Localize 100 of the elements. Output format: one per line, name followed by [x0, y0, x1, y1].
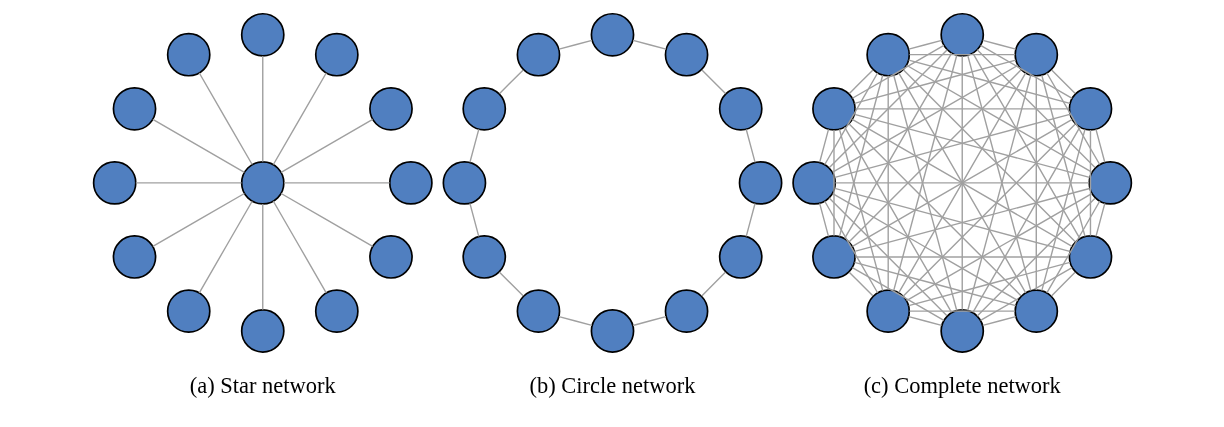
connector	[1045, 72, 1100, 166]
connector	[908, 310, 1016, 312]
connector	[971, 52, 1080, 240]
connector	[557, 39, 593, 50]
label: (a) Star network	[189, 373, 336, 399]
connector	[1045, 200, 1100, 294]
connector	[832, 129, 835, 237]
connector	[1040, 74, 1086, 238]
connector	[631, 315, 667, 327]
connector	[981, 39, 1016, 50]
node-circle	[865, 289, 910, 334]
connector	[853, 187, 1090, 253]
connector	[1094, 202, 1105, 237]
node-circle	[1087, 161, 1132, 205]
connector	[261, 55, 263, 163]
connector	[851, 44, 945, 99]
connector	[1089, 129, 1091, 237]
connector	[468, 128, 479, 163]
node-circle	[1013, 32, 1058, 77]
connector	[272, 200, 327, 294]
connector	[979, 266, 1073, 322]
connector	[279, 118, 373, 173]
connector	[907, 39, 942, 50]
connector	[971, 126, 1081, 314]
connector	[902, 69, 1076, 243]
connector	[851, 266, 945, 322]
node-circle	[516, 32, 560, 77]
connector	[198, 72, 253, 166]
node-circle	[1013, 289, 1058, 334]
connector	[1035, 75, 1037, 291]
connector	[851, 118, 1073, 247]
node-circle	[865, 32, 910, 77]
node-circle	[718, 235, 763, 279]
connector	[892, 54, 957, 292]
connector	[981, 315, 1016, 327]
connector	[151, 118, 245, 173]
connector	[498, 271, 524, 297]
connector	[631, 39, 667, 50]
connector	[908, 53, 1016, 56]
connector	[961, 55, 963, 311]
connector	[818, 128, 829, 163]
connector	[827, 197, 948, 317]
node-circle	[718, 86, 763, 131]
connector	[831, 64, 1019, 173]
connector	[498, 69, 524, 95]
connector	[907, 315, 942, 327]
connector	[848, 69, 1022, 243]
connector	[468, 202, 479, 237]
connector	[907, 59, 1071, 105]
connector	[1050, 69, 1076, 95]
connector	[848, 271, 874, 297]
connector	[831, 192, 1019, 302]
connector	[745, 128, 756, 164]
node-circle	[791, 161, 836, 205]
connector	[976, 49, 1096, 169]
node-circle	[461, 86, 506, 131]
connector	[897, 72, 1026, 294]
connector	[853, 261, 1016, 307]
connector	[272, 72, 327, 166]
connector	[261, 203, 263, 311]
connector	[834, 182, 1090, 184]
label: (b) Circle network	[529, 373, 695, 399]
node-circle	[590, 309, 634, 353]
node-circle	[939, 309, 984, 353]
connector	[823, 72, 878, 166]
connector	[279, 192, 373, 248]
node-circle	[811, 86, 856, 131]
node-circle	[92, 161, 137, 205]
connector	[905, 64, 1092, 173]
connector	[1050, 271, 1076, 297]
connector	[1094, 128, 1105, 163]
connector	[838, 74, 883, 238]
label: (c) Complete network	[863, 373, 1061, 399]
connector	[976, 197, 1096, 317]
connector	[818, 202, 829, 237]
node-circle	[664, 289, 708, 334]
connector	[151, 192, 245, 248]
connector	[838, 128, 883, 292]
connector	[854, 256, 1070, 258]
connector	[892, 74, 957, 311]
connector	[828, 49, 948, 169]
node-circle	[368, 235, 413, 279]
connector	[198, 200, 253, 294]
node-circle	[388, 161, 433, 205]
node-circle	[166, 32, 211, 77]
connector	[843, 52, 952, 240]
node-circle	[590, 12, 634, 57]
node-circle	[112, 86, 156, 131]
node-circle	[112, 235, 156, 279]
node-circle	[442, 161, 486, 205]
connector	[745, 202, 756, 238]
connector	[823, 200, 878, 294]
node-circle	[240, 309, 285, 353]
connector	[833, 113, 1071, 179]
node-circle	[516, 289, 560, 334]
node-circle	[166, 289, 211, 334]
node-circle	[664, 32, 708, 77]
connector	[887, 75, 889, 291]
node-circle	[314, 289, 359, 334]
connector	[966, 74, 1031, 311]
